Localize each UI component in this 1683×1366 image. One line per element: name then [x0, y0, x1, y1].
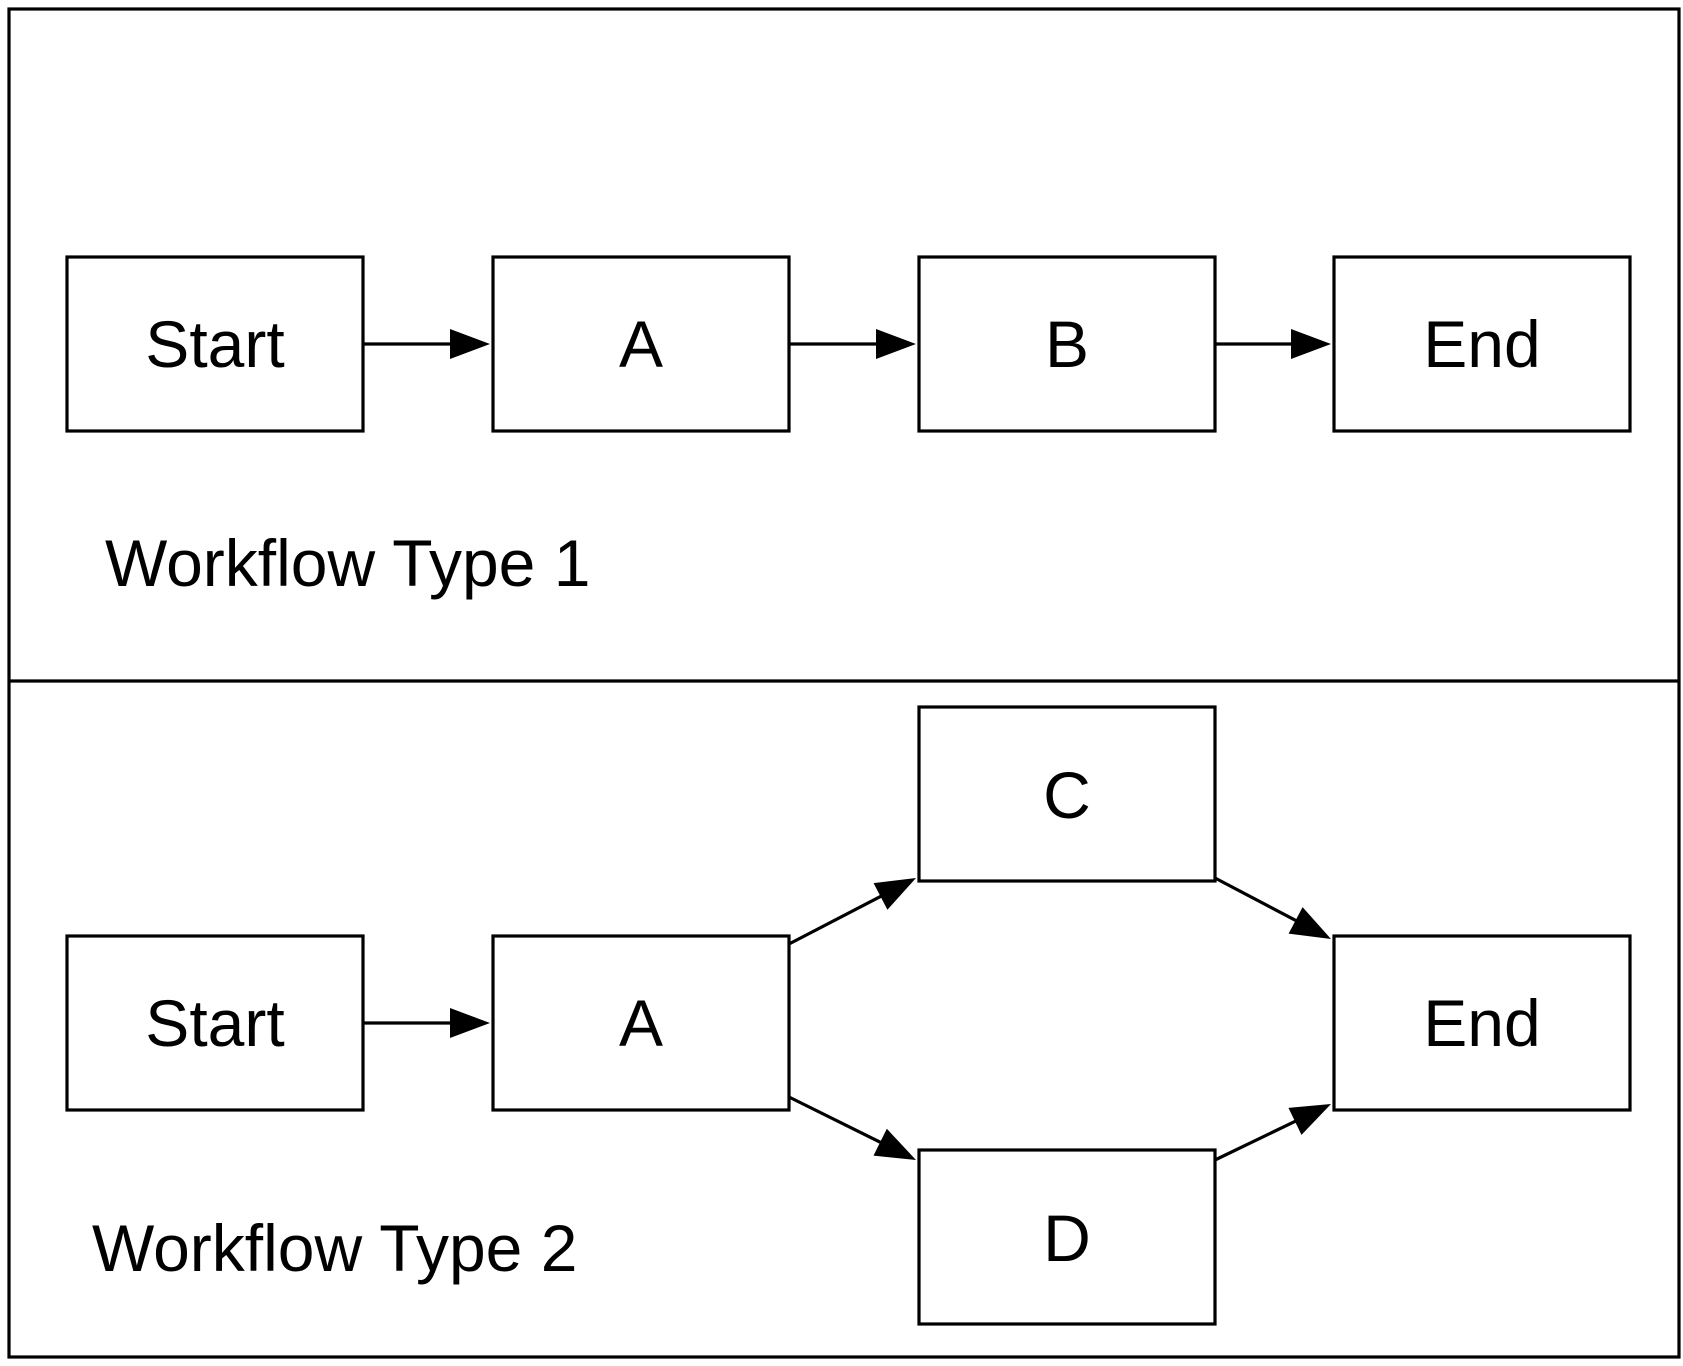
arrowhead-icon [450, 329, 490, 359]
node-label: B [1045, 307, 1089, 381]
edge-line [1214, 1119, 1298, 1162]
node-box [491, 934, 791, 1112]
edge-line [1214, 876, 1299, 923]
node-start: Start [65, 934, 365, 1112]
edge-start-to-a [363, 329, 490, 359]
node-end: End [1332, 255, 1632, 433]
edge-a-to-d [788, 1095, 916, 1160]
node-c: C [917, 705, 1217, 883]
edges-panel-2 [363, 876, 1331, 1162]
panel-title: Workflow Type 2 [92, 1211, 577, 1285]
edge-a-to-b [789, 329, 916, 359]
node-label: C [1043, 758, 1091, 832]
arrowhead-icon [1288, 1104, 1331, 1135]
arrowhead-icon [1288, 907, 1331, 939]
panel-workflow-type-2: Start A C D End Workflow Type 2 [65, 705, 1632, 1326]
arrowhead-icon [873, 878, 916, 910]
node-label: End [1423, 986, 1540, 1060]
node-end: End [1332, 934, 1632, 1112]
node-box [917, 705, 1217, 883]
edge-c-to-end [1214, 876, 1331, 939]
node-label: Start [145, 986, 284, 1060]
node-label: A [619, 986, 663, 1060]
edge-a-to-c [788, 878, 916, 946]
edge-b-to-end [1215, 329, 1331, 359]
node-box [65, 255, 365, 433]
arrowhead-icon [873, 1128, 916, 1160]
node-label: End [1423, 307, 1540, 381]
panel-workflow-type-1: Start A B End Workflow Type 1 [65, 255, 1632, 600]
node-label: D [1043, 1201, 1091, 1275]
outer-frame [7, 7, 1681, 1359]
edge-start-to-a [363, 1008, 490, 1038]
node-box [917, 1148, 1217, 1326]
node-box [491, 255, 791, 433]
node-a: A [491, 934, 791, 1112]
node-box [1332, 255, 1632, 433]
edge-line [788, 894, 884, 946]
node-b: B [917, 255, 1217, 433]
arrowhead-icon [876, 329, 916, 359]
node-d: D [917, 1148, 1217, 1326]
edges-panel-1 [363, 329, 1331, 359]
arrowhead-icon [1291, 329, 1331, 359]
node-start: Start [65, 255, 365, 433]
edge-d-to-end [1214, 1104, 1331, 1162]
panel-title: Workflow Type 1 [105, 526, 590, 600]
node-label: Start [145, 307, 284, 381]
node-box [917, 255, 1217, 433]
node-label: A [619, 307, 663, 381]
node-box [1332, 934, 1632, 1112]
edge-line [788, 1095, 883, 1145]
node-box [65, 934, 365, 1112]
node-a: A [491, 255, 791, 433]
arrowhead-icon [450, 1008, 490, 1038]
